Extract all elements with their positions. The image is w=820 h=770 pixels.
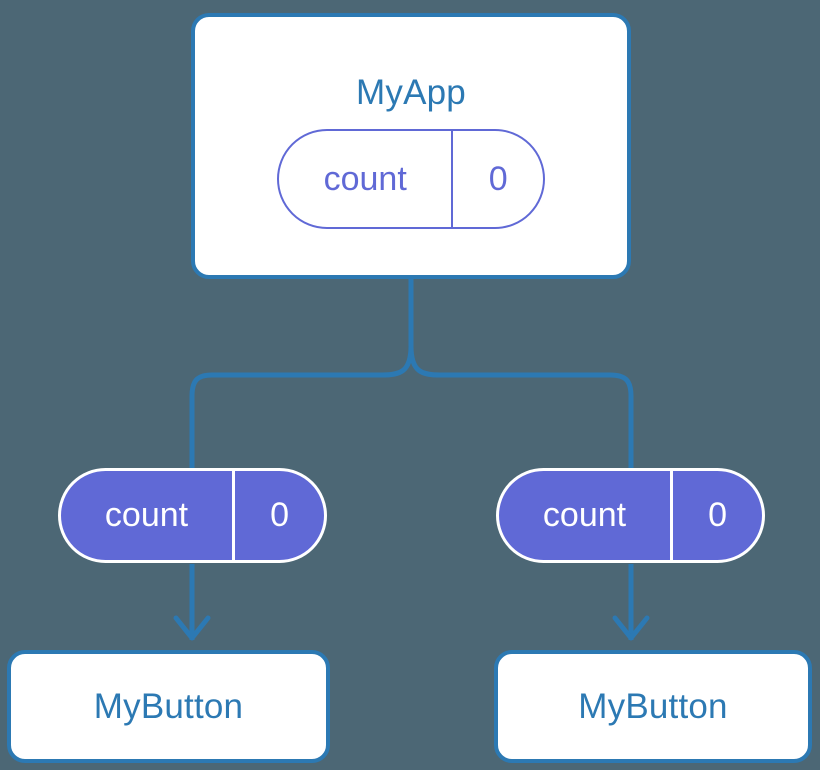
state-pill-myapp[interactable]: count 0 <box>277 129 545 229</box>
connector-branch-left <box>189 345 414 470</box>
connector-branch-right <box>408 345 634 470</box>
component-title-mybutton: MyButton <box>93 687 244 726</box>
component-title-mybutton: MyButton <box>578 687 728 726</box>
arrow-head-right-icon <box>612 615 650 641</box>
state-pill-child-left[interactable]: count 0 <box>58 468 327 563</box>
state-pill-child-right[interactable]: count 0 <box>496 468 765 563</box>
state-value-label: 0 <box>451 131 543 227</box>
component-box-mybutton-left[interactable]: MyButton <box>7 650 330 763</box>
arrow-head-left-icon <box>173 615 211 641</box>
component-box-mybutton-right[interactable]: MyButton <box>494 650 812 763</box>
state-key-label: count <box>542 496 627 534</box>
state-value-label: 0 <box>232 471 324 560</box>
state-key-label: count <box>323 159 407 198</box>
component-title-myapp: MyApp <box>356 73 466 112</box>
state-key-label: count <box>104 496 189 534</box>
state-value-label: 0 <box>670 471 762 560</box>
